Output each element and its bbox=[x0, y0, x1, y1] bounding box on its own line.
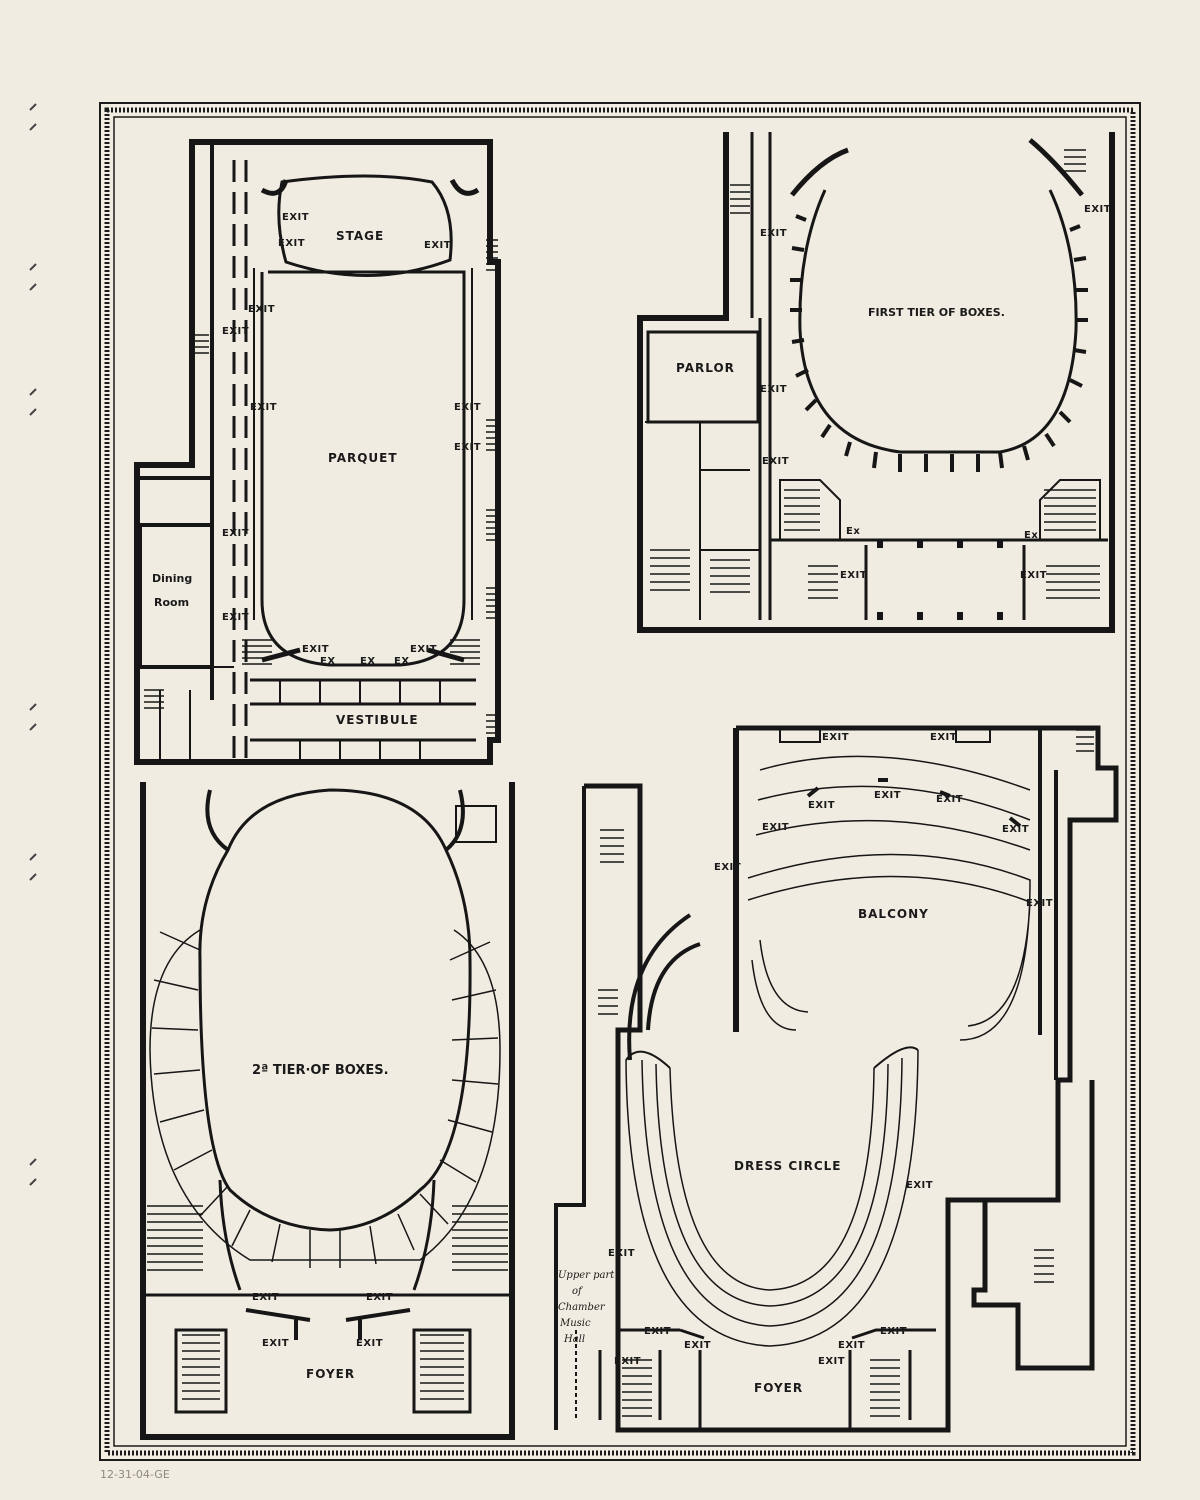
second-tier-label: 2ª TIER·OF BOXES. bbox=[252, 1063, 389, 1078]
plan-second-tier bbox=[140, 782, 515, 1440]
exit-label: EXIT bbox=[822, 732, 849, 743]
exit-label: EXIT bbox=[1020, 570, 1047, 581]
exit-label: EXIT bbox=[250, 402, 277, 413]
ex-label: Ex bbox=[1024, 530, 1038, 541]
binding-holes bbox=[29, 103, 37, 1186]
exit-label: EXIT bbox=[760, 384, 787, 395]
exit-label: EXIT bbox=[762, 822, 789, 833]
exit-label: EXIT bbox=[282, 212, 309, 223]
exit-label: EXIT bbox=[614, 1356, 641, 1367]
exit-label: EXIT bbox=[906, 1180, 933, 1191]
stage-label: STAGE bbox=[336, 229, 384, 243]
exit-label: EXIT bbox=[608, 1248, 635, 1259]
exit-label: EXIT bbox=[302, 644, 329, 655]
exit-label: EXIT bbox=[1084, 204, 1111, 215]
exit-label: EXIT bbox=[684, 1340, 711, 1351]
exit-label: EXIT bbox=[840, 570, 867, 581]
chamber-label-4: Music bbox=[559, 1318, 591, 1329]
exit-label: EXIT bbox=[808, 800, 835, 811]
exit-label: EXIT bbox=[278, 238, 305, 249]
plan-balcony bbox=[554, 725, 1119, 1433]
ex-label: EX bbox=[394, 656, 410, 667]
foyer-label: FOYER bbox=[754, 1381, 803, 1395]
exit-label: EXIT bbox=[454, 402, 481, 413]
exit-label: EXIT bbox=[874, 790, 901, 801]
exit-label: EXIT bbox=[1026, 898, 1053, 909]
foyer-label: FOYER bbox=[306, 1367, 355, 1381]
exit-label: EXIT bbox=[356, 1338, 383, 1349]
chamber-label-3: Chamber bbox=[558, 1302, 606, 1313]
exit-label: EXIT bbox=[762, 456, 789, 467]
exit-label: EXIT bbox=[248, 304, 275, 315]
ex-label: Ex bbox=[846, 526, 860, 537]
exit-label: EXIT bbox=[222, 528, 249, 539]
exit-label: EXIT bbox=[424, 240, 451, 251]
dining-label-2: Room bbox=[154, 596, 189, 609]
chamber-label-2: of bbox=[572, 1286, 584, 1297]
balcony-labels: BALCONY DRESS CIRCLE FOYER EXIT EXIT EXI… bbox=[558, 732, 1053, 1395]
first-tier-labels: FIRST TIER OF BOXES. PARLOR EXIT EXIT EX… bbox=[676, 204, 1111, 581]
exit-label: EXIT bbox=[454, 442, 481, 453]
first-tier-label: FIRST TIER OF BOXES. bbox=[868, 306, 1005, 319]
dress-circle-label: DRESS CIRCLE bbox=[734, 1159, 841, 1173]
exit-label: EXIT bbox=[222, 612, 249, 623]
exit-label: EXIT bbox=[222, 326, 249, 337]
chamber-label-5: Hall bbox=[563, 1334, 585, 1345]
exit-label: EXIT bbox=[262, 1338, 289, 1349]
exit-label: EXIT bbox=[930, 732, 957, 743]
exit-label: EXIT bbox=[880, 1326, 907, 1337]
ex-label: EX bbox=[320, 656, 336, 667]
chamber-label-1: Upper part bbox=[558, 1270, 615, 1281]
pencil-note: 12-31-04-GE bbox=[100, 1468, 170, 1481]
exit-label: EXIT bbox=[838, 1340, 865, 1351]
exit-label: EXIT bbox=[936, 794, 963, 805]
exit-label: EXIT bbox=[1002, 824, 1029, 835]
exit-label: EXIT bbox=[818, 1356, 845, 1367]
plan-first-tier bbox=[637, 132, 1115, 633]
exit-label: EXIT bbox=[760, 228, 787, 239]
ex-label: EX bbox=[360, 656, 376, 667]
exit-label: EXIT bbox=[644, 1326, 671, 1337]
dining-label-1: Dining bbox=[152, 572, 192, 585]
exit-label: EXIT bbox=[252, 1292, 279, 1303]
parlor-label: PARLOR bbox=[676, 361, 735, 375]
exit-label: EXIT bbox=[410, 644, 437, 655]
parquet-labels: STAGE PARQUET VESTIBULE Dining Room EXIT… bbox=[152, 212, 481, 727]
vestibule-label: VESTIBULE bbox=[336, 713, 419, 727]
exit-label: EXIT bbox=[366, 1292, 393, 1303]
balcony-label: BALCONY bbox=[858, 907, 929, 921]
page-frame bbox=[99, 102, 1141, 1461]
second-tier-labels: 2ª TIER·OF BOXES. FOYER EXIT EXIT EXIT E… bbox=[252, 1063, 393, 1381]
parquet-label: PARQUET bbox=[328, 451, 398, 465]
plan-parquet bbox=[134, 139, 501, 765]
exit-label: EXIT bbox=[714, 862, 741, 873]
